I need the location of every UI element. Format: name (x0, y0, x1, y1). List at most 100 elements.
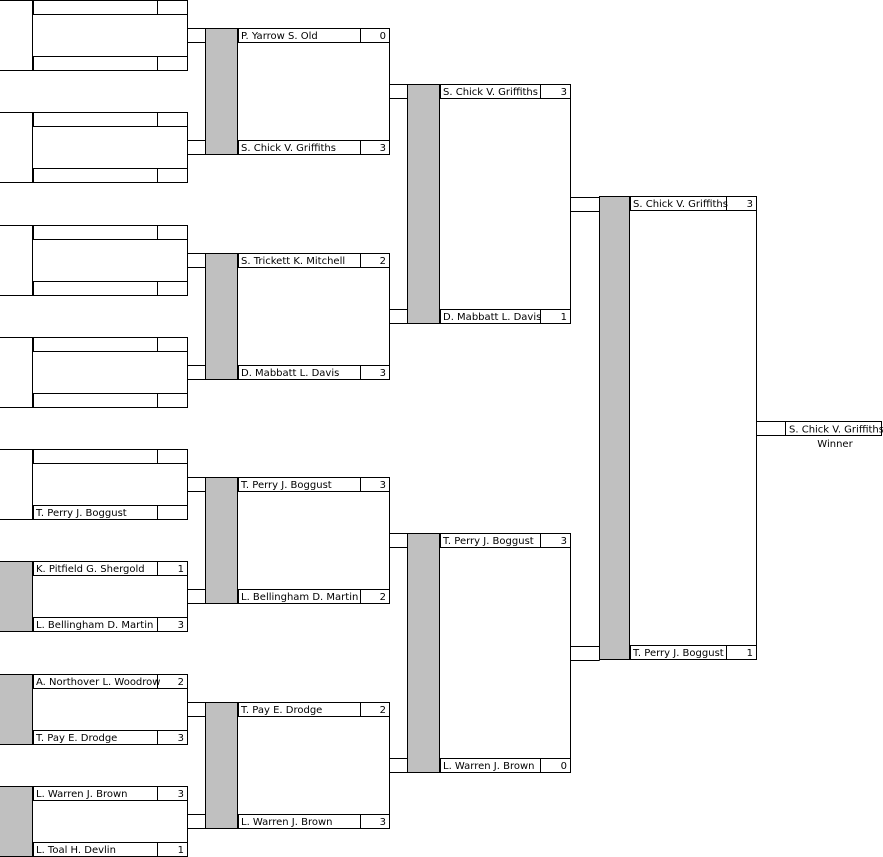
score-cell (726, 196, 757, 211)
score-cell (157, 674, 188, 689)
team-score: 1 (561, 312, 567, 323)
entry-top (33, 112, 188, 127)
team-name: L. Warren J. Brown (241, 817, 333, 828)
match-round1-5: T. Perry J. Boggust (0, 449, 188, 520)
entry-bottom (33, 168, 188, 183)
team-score: 1 (178, 845, 184, 856)
name-cell (33, 281, 158, 296)
entry-top (33, 449, 188, 464)
team-name: T. Pay E. Drodge (35, 733, 117, 744)
team-score: 2 (380, 256, 386, 267)
score-cell (360, 702, 390, 717)
score-cell (540, 758, 571, 773)
match-round2-2: S. Trickett K. Mitchell 2 D. Mabbatt L. Da… (205, 253, 390, 380)
match-bar (0, 561, 33, 632)
score-cell (157, 56, 188, 71)
name-cell (33, 56, 158, 71)
entry-bottom: T. Perry J. Boggust (33, 505, 188, 520)
team-name: S. Trickett K. Mitchell (241, 256, 345, 267)
entry-bottom: L. Warren J. Brown 0 (440, 758, 571, 773)
match-bar (599, 196, 630, 660)
match-round1-2 (0, 112, 188, 183)
name-cell (33, 168, 158, 183)
match-bar (205, 253, 238, 380)
match-side (0, 112, 33, 183)
score-cell (360, 365, 390, 380)
entry-bottom: D. Mabbatt L. Davis 1 (440, 309, 571, 324)
score-cell (360, 28, 390, 43)
team-name: T. Perry J. Boggust (35, 508, 127, 519)
team-score: 3 (380, 817, 386, 828)
team-name: D. Mabbatt L. Davis (241, 368, 339, 379)
match-round1-3 (0, 225, 188, 296)
entry-top: T. Pay E. Drodge 2 (238, 702, 390, 717)
team-score: 2 (380, 592, 386, 603)
entry-bottom (33, 393, 188, 408)
entry-bottom: L. Toal H. Devlin 1 (33, 842, 188, 857)
match-side (0, 337, 33, 408)
team-name: T. Perry J. Boggust (632, 648, 724, 659)
team-name: S. Chick V. Griffiths (241, 143, 336, 154)
team-name: T. Pay E. Drodge (240, 705, 322, 716)
team-score: 2 (380, 705, 386, 716)
score-cell (157, 112, 188, 127)
score-cell (157, 786, 188, 801)
team-name: L. Toal H. Devlin (36, 845, 116, 856)
score-cell (157, 505, 188, 520)
match-bar (205, 477, 238, 604)
team-score: 0 (561, 761, 567, 772)
team-name: S. Chick V. Griffiths (633, 199, 728, 210)
score-cell (157, 730, 188, 745)
score-cell (540, 84, 571, 99)
name-cell (33, 393, 158, 408)
score-cell (360, 814, 390, 829)
match-bar (0, 674, 33, 745)
score-cell (157, 561, 188, 576)
winner-label: Winner (817, 439, 853, 450)
entry-bottom: L. Bellingham D. Martin 2 (238, 589, 390, 604)
match-bar (205, 702, 238, 829)
match-round2-4: T. Pay E. Drodge 2 L. Warren J. Brown 3 (205, 702, 390, 829)
score-cell (157, 393, 188, 408)
score-cell (540, 533, 571, 548)
entry-bottom (33, 56, 188, 71)
team-score: 3 (747, 199, 753, 210)
team-name: D. Mabbatt L. Davis (443, 312, 541, 323)
score-cell (157, 168, 188, 183)
entry-top (33, 225, 188, 240)
score-cell (360, 589, 390, 604)
match-round1-1 (0, 0, 188, 71)
team-name: L. Warren J. Brown (443, 761, 535, 772)
score-cell (157, 281, 188, 296)
team-score: 3 (178, 789, 184, 800)
score-cell (360, 477, 390, 492)
team-score: 1 (747, 648, 753, 659)
team-name: T. Perry J. Boggust (240, 480, 332, 491)
match-bar (407, 533, 440, 773)
team-score: 0 (380, 31, 386, 42)
team-score: 3 (561, 87, 567, 98)
match-side (0, 225, 33, 296)
team-name: L. Bellingham D. Martin (241, 592, 358, 603)
entry-top: S. Chick V. Griffiths 3 (630, 196, 757, 211)
entry-bottom: L. Warren J. Brown 3 (238, 814, 390, 829)
team-name: A. Northover L. Woodrow (36, 677, 160, 688)
match-side (0, 449, 33, 520)
